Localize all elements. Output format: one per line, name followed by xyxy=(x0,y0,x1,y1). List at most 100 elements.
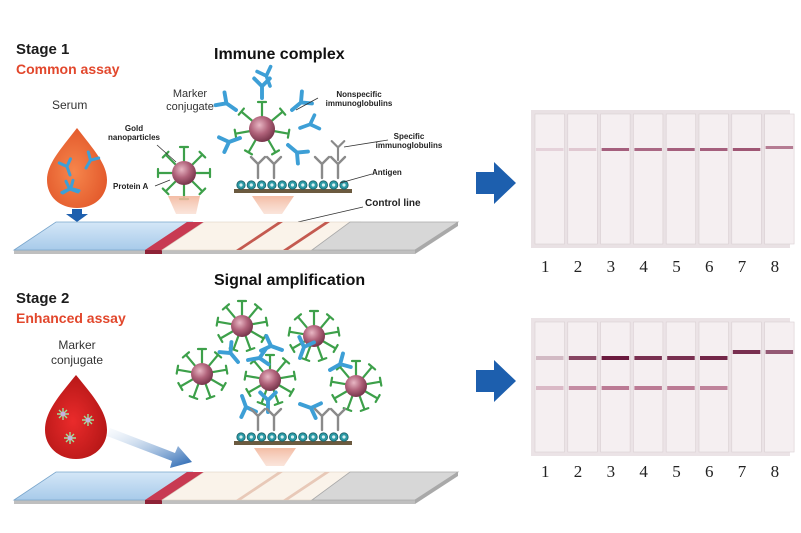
label-specific: Specific immunoglobulins xyxy=(375,132,443,150)
pointer-antigen xyxy=(339,173,373,184)
strip-lane xyxy=(731,321,762,453)
pointer-control-line xyxy=(297,206,364,223)
stage1-title: Stage 1 xyxy=(16,41,70,58)
amplified-particle xyxy=(243,353,297,406)
result-photo-bottom xyxy=(531,318,795,456)
control-band xyxy=(700,356,728,360)
nonspecific-antibodies xyxy=(213,64,322,166)
antigen-row-1 xyxy=(234,180,352,193)
amplified-particle xyxy=(215,299,269,352)
control-band xyxy=(732,148,761,151)
control-band xyxy=(601,148,630,151)
control-band xyxy=(601,356,630,360)
control-band xyxy=(765,350,794,354)
immune-complex-particle xyxy=(233,100,291,156)
label-protein-a: Protein A xyxy=(113,182,149,191)
stage2-subtitle: Enhanced assay xyxy=(16,310,126,326)
heading-immune-complex: Immune complex xyxy=(214,46,345,63)
lane-number: 3 xyxy=(606,257,616,276)
lane-number: 1 xyxy=(541,462,550,481)
amplified-particle xyxy=(329,359,383,412)
strip-lane xyxy=(698,113,729,245)
specific-antibody-free xyxy=(330,140,346,162)
strip-lane xyxy=(633,113,664,245)
lane-number: 6 xyxy=(705,257,714,276)
test-strip-1 xyxy=(12,221,460,254)
pointer-specific xyxy=(343,139,389,148)
pointer-gold xyxy=(156,144,177,163)
strip-lane xyxy=(731,113,762,245)
strip-lane xyxy=(534,321,565,453)
beam-1 xyxy=(168,196,200,214)
control-band xyxy=(536,356,564,360)
label-nonspecific: Nonspecific immunoglobulins xyxy=(325,90,393,108)
label-gold-nanoparticles: Gold nanoparticles xyxy=(107,124,160,142)
stage1-subtitle: Common assay xyxy=(16,61,120,77)
beam-3 xyxy=(254,448,296,466)
marker-conjugate-particle xyxy=(156,145,212,201)
strip-lane xyxy=(764,321,795,453)
amplified-antibody xyxy=(324,351,353,379)
pointer-nonspecific xyxy=(295,97,319,111)
amplified-antibody xyxy=(295,394,323,420)
control-band xyxy=(700,148,728,151)
strip-lane xyxy=(534,113,565,245)
stage2-title: Stage 2 xyxy=(16,290,70,307)
lane-number: 4 xyxy=(639,257,648,276)
control-band xyxy=(732,350,761,354)
lane-number: 2 xyxy=(573,462,583,481)
amplified-particle xyxy=(175,347,229,400)
lane-number: 7 xyxy=(737,462,747,481)
result-arrow-2 xyxy=(476,360,516,402)
strip-lane xyxy=(665,113,697,245)
strip-lane xyxy=(600,113,631,245)
amplified-antibody xyxy=(217,340,246,369)
pointer-protein-a xyxy=(154,179,171,187)
lane-number: 5 xyxy=(672,462,681,481)
control-band xyxy=(765,146,794,149)
conjugate-arrow xyxy=(107,428,192,468)
serum-down-arrow xyxy=(66,209,88,222)
test-band xyxy=(667,386,695,390)
lane-number: 4 xyxy=(639,462,648,481)
control-band xyxy=(568,356,597,360)
strip-lane xyxy=(764,113,795,245)
test-band xyxy=(700,386,728,390)
lane-number: 8 xyxy=(770,257,780,276)
control-band xyxy=(634,148,662,151)
beam-2 xyxy=(252,196,294,214)
control-band xyxy=(667,148,695,151)
lane-number: 7 xyxy=(737,257,747,276)
lane-number: 5 xyxy=(672,257,681,276)
lane-number: 8 xyxy=(770,462,780,481)
antigen-row-2 xyxy=(234,432,352,445)
amplified-particle xyxy=(287,309,341,362)
amplified-antibody xyxy=(232,391,258,419)
result-photo-top xyxy=(531,110,795,248)
result-arrow-1 xyxy=(476,162,516,204)
test-band xyxy=(536,386,564,390)
test-strip-2 xyxy=(12,471,460,504)
test-band xyxy=(634,386,662,390)
test-band xyxy=(601,386,630,390)
strip-lane xyxy=(567,113,598,245)
marker-conjugate-drop xyxy=(45,375,107,459)
amplification-cluster xyxy=(175,299,383,420)
lane-number: 6 xyxy=(705,462,714,481)
lane-number: 1 xyxy=(541,257,550,276)
lane-number: 2 xyxy=(573,257,583,276)
label-serum: Serum xyxy=(52,98,88,112)
control-band xyxy=(667,356,695,360)
label-marker-conjugate-1: Marker conjugate xyxy=(166,88,214,113)
control-band xyxy=(634,356,662,360)
control-band xyxy=(568,148,597,151)
lane-number: 3 xyxy=(606,462,616,481)
test-band xyxy=(568,386,597,390)
label-control-line: Control line xyxy=(365,198,421,209)
serum-drop xyxy=(47,128,107,208)
control-band xyxy=(536,148,564,151)
specific-antibodies-surface-2 xyxy=(249,407,347,432)
label-antigen: Antigen xyxy=(372,168,402,177)
